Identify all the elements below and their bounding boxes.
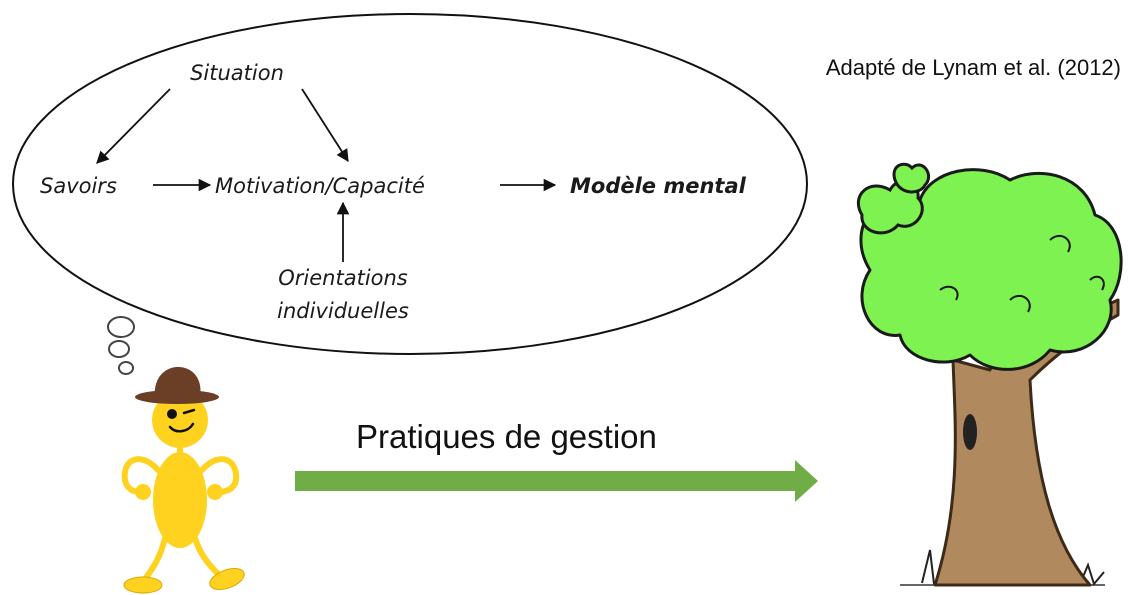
node-orientations-line2: individuelles [277,299,409,323]
forester-character [121,367,245,594]
arrow-situation-to-motivation [301,88,349,163]
action-arrow [295,460,818,502]
citation: Adapté de Lynam et al. (2012) [826,55,1121,80]
action-label: Pratiques de gestion [356,418,657,455]
thought-trail [107,316,135,375]
arrow-situation-to-savoirs [96,88,171,164]
node-motivation-capacite: Motivation/Capacité [215,174,425,198]
node-orientations-line1: Orientations [278,266,408,290]
node-modele-mental: Modèle mental [570,174,747,198]
node-situation: Situation [190,61,284,85]
tree-illustration [856,162,1123,587]
thought-bubble [12,13,808,355]
node-savoirs: Savoirs [40,174,117,198]
